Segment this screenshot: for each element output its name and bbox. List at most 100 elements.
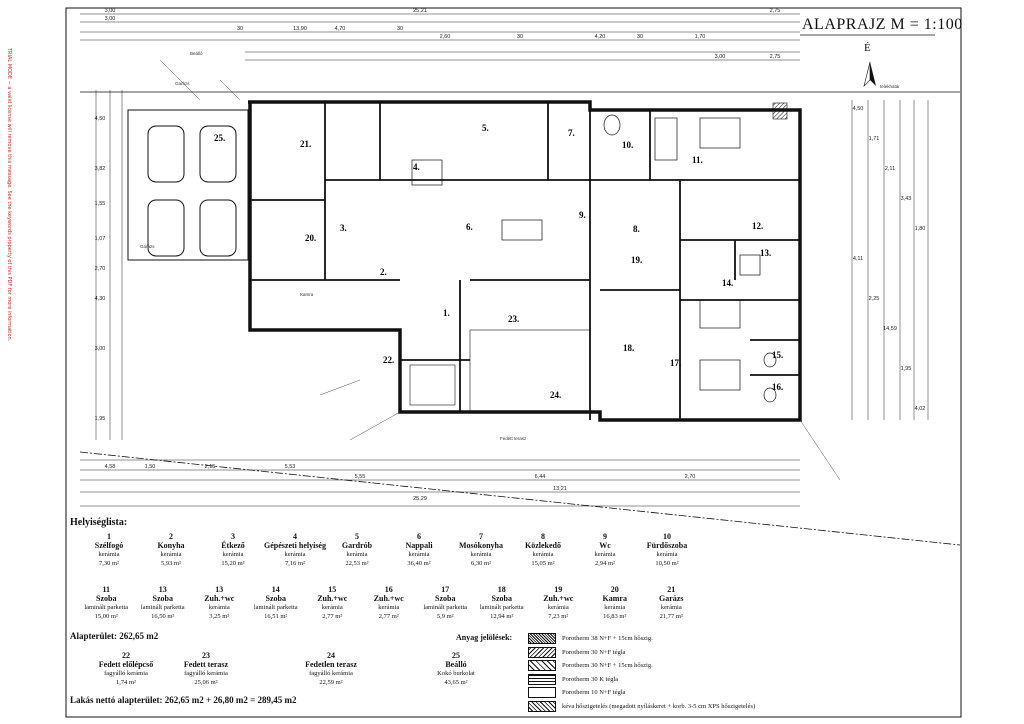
dimension-value: 2,75 xyxy=(770,54,781,60)
room-num: 14 xyxy=(271,585,280,594)
room-num: 23 xyxy=(202,651,210,660)
dimension-value-left: 2,70 xyxy=(95,266,106,272)
room-area: 6,30 m² xyxy=(470,560,491,567)
room-area: 2,94 m² xyxy=(594,560,615,567)
legend-swatch-icon xyxy=(528,646,556,658)
room-num: 5 xyxy=(355,532,359,541)
room-name: Szoba xyxy=(491,594,512,603)
chimney-hatch xyxy=(772,102,788,120)
dimension-value: 5,53 xyxy=(285,464,296,470)
legend-swatch-icon xyxy=(528,633,556,645)
legend-title: Anyag jelölések: xyxy=(456,633,513,642)
room-name: Wc xyxy=(599,541,611,550)
room-number-label: 20. xyxy=(305,233,316,243)
room-num: 9 xyxy=(603,532,607,541)
dimension-value: 2,70 xyxy=(685,474,696,480)
legend-item: Porotherm 38 N+F + 15cm hőszig. xyxy=(528,632,758,646)
room-name: Mosókonyha xyxy=(458,541,503,550)
room-name: Zuh.+wc xyxy=(373,594,404,603)
room-mat: kerámia xyxy=(160,551,182,558)
room-area: 16,50 m² xyxy=(151,613,175,620)
dimension-value-right: 2,25 xyxy=(869,296,880,302)
room-area: 22,59 m² xyxy=(319,679,343,686)
legend-label: Porotherm 30 N+F + 15cm hőszig. xyxy=(562,662,653,670)
room-numbers: 1.2.3.4.5.6.7.8.9.10.11.12.13.14.15.16.1… xyxy=(214,123,783,400)
room-number-label: 9. xyxy=(579,210,586,220)
dimension-value-right: 1,71 xyxy=(869,136,880,142)
garage-area xyxy=(127,109,249,261)
dimension-value: 3,00 xyxy=(715,54,726,60)
dimension-value: 30 xyxy=(237,26,243,32)
room-number-label: 7. xyxy=(568,128,575,138)
plan-annotation: Garázs xyxy=(175,81,190,86)
room-name: Garázs xyxy=(659,594,684,603)
legend-item: Porotherm 30 K tégla xyxy=(528,673,758,687)
room-mat: kerámia xyxy=(208,604,230,611)
dimension-value-left: 4,30 xyxy=(95,296,106,302)
room-area: 5,93 m² xyxy=(160,560,181,567)
room-area: 7,16 m² xyxy=(284,560,305,567)
dimension-lines-top xyxy=(80,13,800,61)
room-number-label: 2. xyxy=(380,267,387,277)
room-name: Szoba xyxy=(152,594,173,603)
dimension-value-right: 2,11 xyxy=(885,166,895,172)
room-num: 1 xyxy=(107,532,111,541)
room-mat: fagyálló kerámia xyxy=(184,670,228,677)
material-legend: Porotherm 38 N+F + 15cm hőszig. Porotherm… xyxy=(528,632,758,713)
room-name: Közlekedő xyxy=(525,541,561,550)
room-mat: kerámia xyxy=(470,551,492,558)
dimension-value: 30 xyxy=(397,26,403,32)
north-label: É xyxy=(864,42,871,54)
room-num: 16 xyxy=(384,585,393,594)
dimension-value: 4,58 xyxy=(105,464,116,470)
room-name: Fürdőszoba xyxy=(646,541,688,550)
room-area: 10,50 m² xyxy=(655,560,679,567)
room-num: 15 xyxy=(328,585,337,594)
sheet-frame xyxy=(65,7,962,718)
room-number-label: 10. xyxy=(622,140,633,150)
dimension-value: 1,50 xyxy=(145,464,156,470)
interior-walls xyxy=(250,102,800,420)
room-mat: kerámia xyxy=(321,604,343,611)
room-mat: kerámia xyxy=(594,551,616,558)
room-name: Beálló xyxy=(445,660,467,669)
room-num: 22 xyxy=(122,651,130,660)
room-number-label: 25. xyxy=(214,133,225,143)
legend-item: Porotherm 10 N+F tégla xyxy=(528,686,758,700)
dimension-value-left: 1,55 xyxy=(95,201,106,207)
room-mat: kerámia xyxy=(532,551,554,558)
dimension-value: 2,60 xyxy=(440,34,451,40)
property-line-bottom xyxy=(79,451,961,546)
room-mat: laminált parketta xyxy=(479,604,524,611)
room-area: 15,20 m² xyxy=(221,560,245,567)
dimension-value-right: 1,95 xyxy=(901,366,912,372)
room-number-label: 5. xyxy=(482,123,489,133)
dimension-value: 5,55 xyxy=(355,474,366,480)
dimension-value: 25,29 xyxy=(413,496,427,502)
room-num: 2 xyxy=(169,532,173,541)
room-num: 19 xyxy=(554,585,563,594)
room-area: 16,51 m² xyxy=(264,613,288,620)
plan-annotation: Garázs xyxy=(140,244,155,249)
dimension-value: 30 xyxy=(637,34,643,40)
legend-label: Porotherm 38 N+F + 15cm hőszig. xyxy=(562,635,653,643)
room-number-label: 18. xyxy=(623,343,634,353)
dimension-value-left: 1,95 xyxy=(95,416,106,422)
building-walls xyxy=(248,100,802,422)
legend-item: Porotherm 30 N+F + 15cm hőszig. xyxy=(528,659,758,673)
room-num: 10 xyxy=(663,532,671,541)
